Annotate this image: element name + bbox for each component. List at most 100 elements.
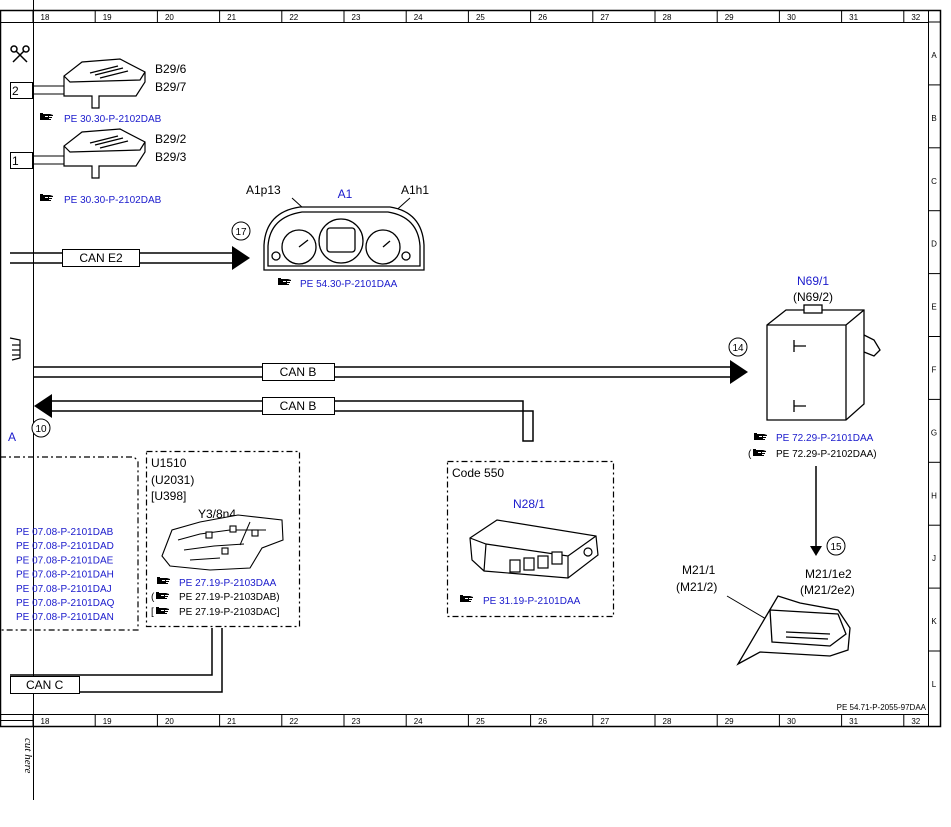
left-ref-link[interactable]: PE 07.08-P-2101DAD [16,541,114,552]
u1510-label: U1510 [151,456,187,470]
m21-2-label: (M21/2) [676,580,717,594]
n69-ref2-link[interactable]: PE 72.29-P-2102DAA) [776,449,877,460]
column-label-top: 19 [103,13,112,22]
row-label: D [931,240,937,249]
column-label-top: 32 [911,13,920,22]
column-label-top: 26 [538,13,547,22]
column-label-bottom: 32 [911,717,920,726]
ref-paren: ( [151,592,155,603]
column-label-bottom: 19 [103,717,112,726]
b29-3-label: B29/3 [155,150,187,164]
sensor-module-icon [63,58,146,109]
column-label-bottom: 26 [538,717,547,726]
column-label-top: 22 [289,13,298,22]
can-b-out-bus: CAN B 14 [33,337,748,384]
left-ref-link[interactable]: PE 07.08-P-2101DAH [16,570,114,581]
scissors-icon [10,45,30,63]
column-label-bottom: 31 [849,717,858,726]
column-label-top: 30 [787,13,796,22]
b29-top-ref-link[interactable]: PE 30.30-P-2102DAB [64,114,162,125]
a1p13-label: A1p13 [246,183,281,197]
can-b-in-label: CAN B [280,399,317,413]
row-label: F [932,366,937,375]
u398-label: [U398] [151,489,186,503]
sensor-module-icon [63,128,146,179]
valve-body-icon [161,514,284,571]
a1-instrument-cluster: A1 A1p13 A1h1 PE 54.30-P-2101DAA [246,183,429,290]
row-label: G [931,428,937,437]
can-e2-label: CAN E2 [79,251,123,265]
pin-label: 1 [12,154,19,168]
column-label-top: 23 [352,13,361,22]
column-label-bottom: 30 [787,717,796,726]
column-label-top: 20 [165,13,174,22]
mirror-group: 15 M21/1 (M21/2) M21/1e2 (M21/2e2) [676,536,855,666]
pin-label: 2 [12,84,19,98]
left-ref-link[interactable]: PE 07.08-P-2101DAE [16,555,114,566]
left-ref-list: PE 07.08-P-2101DAB PE 07.08-P-2101DAD PE 0… [16,527,115,623]
control-module-icon [766,304,881,421]
column-label-bottom: 27 [600,717,609,726]
reference-hand-icon [157,577,170,584]
b29-6-label: B29/6 [155,62,187,76]
column-label-bottom: 22 [289,717,298,726]
reference-hand-icon [753,449,766,456]
u1510-ref2-link[interactable]: PE 27.19-P-2103DAB) [179,592,280,603]
a1-name-label: A1 [338,187,353,201]
a1h1-label: A1h1 [401,183,429,197]
cut-here-note: cut here [22,738,34,774]
column-label-top: 29 [725,13,734,22]
b29-top-group: 2 B29/6 B29/7 PE 30.30-P-2102DAB [10,58,187,125]
drawing-id: PE 54.71-P-2055-97DAA [837,703,927,712]
left-edge-label: A [8,430,16,444]
u1510-ref1-link[interactable]: PE 27.19-P-2103DAA [179,578,277,589]
u1510-ref3-link[interactable]: PE 27.19-P-2103DAC] [179,607,280,618]
left-ref-link[interactable]: PE 07.08-P-2101DAB [16,527,114,538]
row-label: B [931,114,936,123]
b29-bottom-ref-link[interactable]: PE 30.30-P-2102DAB [64,195,162,206]
n69-module-group: N69/1 (N69/2) PE 72.29-P-2101DAA ( PE 72… [748,274,881,556]
reference-hand-icon [156,607,169,614]
column-label-bottom: 24 [414,717,423,726]
can-b-out-label: CAN B [280,365,317,379]
can-c-bus: CAN C [10,628,223,694]
row-label: H [931,491,937,500]
callout-14: 14 [732,343,744,354]
u2031-label: (U2031) [151,473,194,487]
callout-15: 15 [830,542,842,553]
left-ref-link[interactable]: PE 07.08-P-2101DAN [16,612,114,623]
column-label-top: 18 [41,13,50,22]
reference-hand-icon [40,194,53,201]
reference-hand-icon [460,595,473,602]
can-c-label: CAN C [26,678,64,692]
column-label-top: 28 [663,13,672,22]
column-label-bottom: 20 [165,717,174,726]
left-ref-link[interactable]: PE 07.08-P-2101DAJ [16,584,112,595]
code-550-ref-link[interactable]: PE 31.19-P-2101DAA [483,596,581,607]
reference-hand-icon [156,592,169,599]
can-b-in-bus: CAN B 10 A [8,394,534,444]
m21-1-label: M21/1 [682,563,716,577]
row-label: K [931,617,937,626]
column-label-bottom: 29 [725,717,734,726]
left-ref-link[interactable]: PE 07.08-P-2101DAQ [16,598,115,609]
left-module-box: PE 07.08-P-2101DAB PE 07.08-P-2101DAD PE 0… [0,456,139,631]
row-label: C [931,177,937,186]
u1510-box: U1510 (U2031) [U398] Y3/8n4 PE 27.19-P-2… [145,450,301,628]
column-label-bottom: 21 [227,717,236,726]
m21-1e2-label: M21/1e2 [805,567,852,581]
row-label: L [932,680,937,689]
column-ruler: 1818191920202121222223232424252526262727… [32,10,921,726]
a1-ref-link[interactable]: PE 54.30-P-2101DAA [300,279,398,290]
m21-2e2-label: (M21/2e2) [800,583,855,597]
column-label-top: 27 [600,13,609,22]
n69-ref1-link[interactable]: PE 72.29-P-2101DAA [776,433,874,444]
column-label-bottom: 23 [352,717,361,726]
reference-hand-icon [40,113,53,120]
column-label-top: 31 [849,13,858,22]
column-label-bottom: 25 [476,717,485,726]
row-label: E [931,303,936,312]
reference-hand-icon [278,278,291,285]
